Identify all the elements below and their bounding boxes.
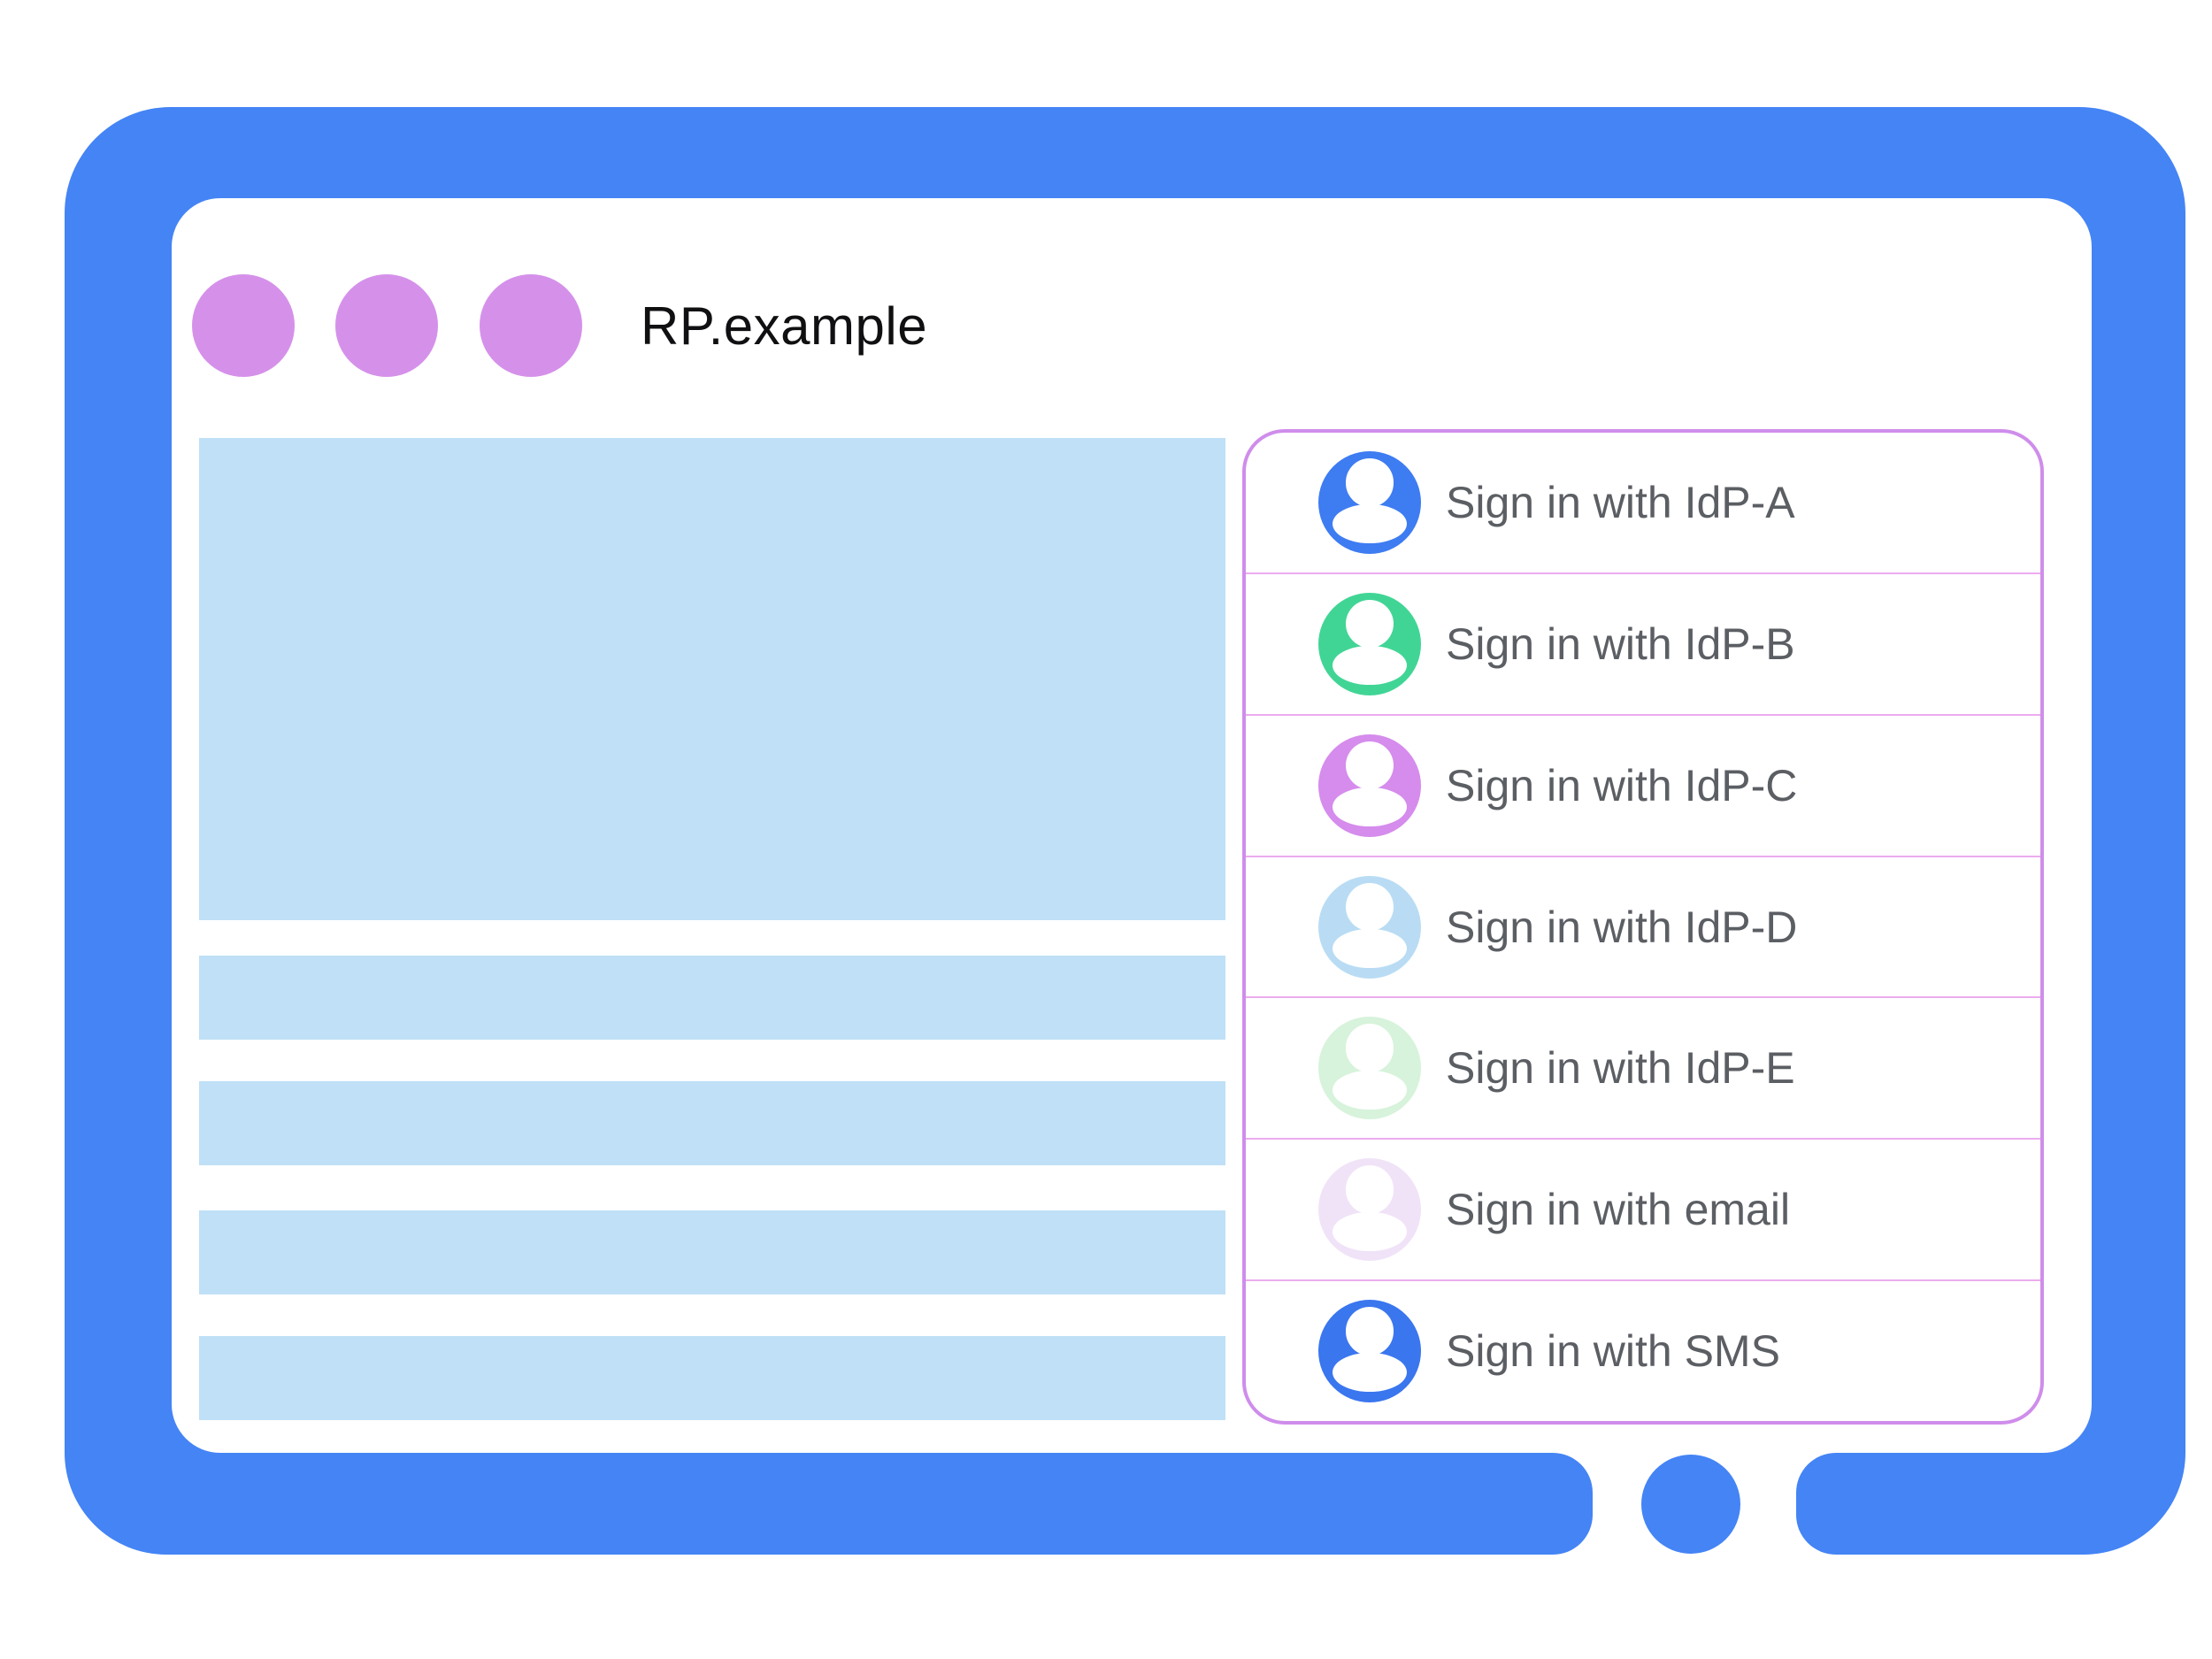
- person-icon-body: [1333, 1070, 1407, 1110]
- content-placeholder-line: [199, 1081, 1225, 1165]
- person-icon-head: [1345, 599, 1394, 649]
- person-icon-body: [1333, 1353, 1407, 1393]
- person-icon-head: [1345, 882, 1394, 932]
- browser-frame-bottom-right-segment: [1796, 1453, 2185, 1555]
- person-icon-head: [1345, 1165, 1394, 1214]
- browser-viewport: RP.example Sign in with IdP-A Sign in w: [172, 198, 2092, 1453]
- person-icon: [1318, 875, 1421, 979]
- signin-option-idp-c[interactable]: Sign in with IdP-C: [1246, 713, 2040, 856]
- person-icon-head: [1345, 458, 1394, 507]
- person-icon-head: [1345, 1307, 1394, 1356]
- person-icon: [1318, 1017, 1421, 1120]
- person-icon: [1318, 1300, 1421, 1403]
- signin-option-email[interactable]: Sign in with email: [1246, 1138, 2040, 1279]
- signin-option-idp-b[interactable]: Sign in with IdP-B: [1246, 572, 2040, 714]
- person-icon-body: [1333, 787, 1407, 827]
- signin-option-label: Sign in with IdP-C: [1446, 760, 1798, 810]
- content-placeholder-line: [199, 1210, 1225, 1294]
- person-icon-body: [1333, 646, 1407, 686]
- person-icon: [1318, 733, 1421, 837]
- browser-frame-bottom-left-segment: [65, 1453, 1593, 1555]
- signin-option-sms[interactable]: Sign in with SMS: [1246, 1279, 2040, 1421]
- person-icon-body: [1333, 928, 1407, 968]
- signin-dialog: Sign in with IdP-A Sign in with IdP-B Si…: [1242, 429, 2044, 1425]
- person-icon-head: [1345, 741, 1394, 790]
- signin-option-idp-d[interactable]: Sign in with IdP-D: [1246, 855, 2040, 997]
- content-placeholder-hero: [199, 438, 1225, 920]
- signin-option-label: Sign in with IdP-E: [1446, 1043, 1795, 1094]
- window-control-dot[interactable]: [335, 274, 438, 377]
- signin-option-label: Sign in with IdP-D: [1446, 902, 1798, 952]
- window-control-dot[interactable]: [192, 274, 295, 377]
- signin-option-label: Sign in with email: [1446, 1185, 1791, 1235]
- signin-option-idp-e[interactable]: Sign in with IdP-E: [1246, 996, 2040, 1138]
- person-icon: [1318, 592, 1421, 695]
- home-button[interactable]: [1641, 1455, 1740, 1554]
- window-control-dot[interactable]: [480, 274, 582, 377]
- person-icon-body: [1333, 1211, 1407, 1251]
- signin-option-label: Sign in with IdP-B: [1446, 618, 1795, 669]
- person-icon-body: [1333, 504, 1407, 544]
- person-icon: [1318, 450, 1421, 554]
- signin-option-idp-a[interactable]: Sign in with IdP-A: [1246, 433, 2040, 572]
- person-icon-head: [1345, 1024, 1394, 1072]
- site-title: RP.example: [641, 296, 928, 356]
- signin-option-label: Sign in with SMS: [1446, 1326, 1780, 1377]
- content-placeholder-line: [199, 1336, 1225, 1420]
- signin-option-label: Sign in with IdP-A: [1446, 477, 1795, 527]
- content-placeholder-line: [199, 956, 1225, 1040]
- person-icon: [1318, 1158, 1421, 1262]
